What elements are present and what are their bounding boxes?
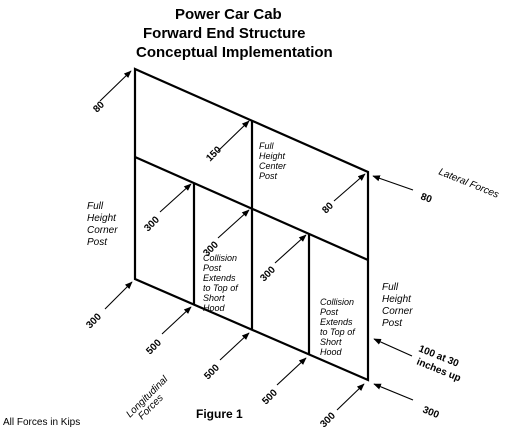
- force-500-c: 500: [260, 387, 280, 407]
- right-corner-post-line-3: Corner: [382, 306, 413, 317]
- title-line-1: Power Car Cab: [175, 6, 282, 23]
- collision-left-line-6: Hood: [203, 303, 226, 313]
- collision-post-left-label: Collision Post Extends to Top of Short H…: [203, 253, 239, 313]
- lateral-forces-label: Lateral Forces: [437, 167, 500, 201]
- frame: [133, 67, 370, 382]
- left-corner-post-line-4: Post: [87, 237, 108, 248]
- arrow-500-b: [219, 332, 250, 361]
- arrow-right-80-inner: [333, 173, 366, 202]
- title-line-2: Forward End Structure: [143, 25, 306, 42]
- arrow-300-a: [159, 183, 192, 213]
- center-post-label: Full Height Center Post: [259, 141, 287, 181]
- force-right-80-inner: 80: [320, 200, 336, 216]
- collision-right-line-3: Extends: [320, 317, 353, 327]
- right-corner-post-line-4: Post: [382, 318, 403, 329]
- arrow-bottom-left-300: [104, 281, 133, 310]
- collision-right-line-2: Post: [320, 307, 339, 317]
- center-post-line-2: Height: [259, 151, 286, 161]
- center-post-line-1: Full: [259, 141, 275, 151]
- figure-label: Figure 1: [196, 407, 243, 421]
- force-right-80-outer: 80: [419, 191, 434, 205]
- center-post-line-3: Center: [259, 161, 287, 171]
- collision-left-line-5: Short: [203, 293, 225, 303]
- right-corner-post-line-1: Full: [382, 282, 399, 293]
- force-arrows: [99, 70, 414, 411]
- right-corner-post-line-2: Height: [382, 294, 412, 305]
- arrow-right-300: [373, 383, 414, 401]
- force-bottom-left-300: 300: [84, 311, 104, 331]
- arrow-300-b: [217, 209, 250, 239]
- arrow-bottom-300: [336, 383, 365, 411]
- arrow-500-a: [161, 306, 192, 335]
- collision-right-line-6: Hood: [320, 347, 343, 357]
- force-300-a: 300: [142, 214, 162, 234]
- collision-right-line-5: Short: [320, 337, 342, 347]
- collision-left-line-1: Collision: [203, 253, 237, 263]
- arrow-500-c: [276, 357, 307, 386]
- collision-right-line-1: Collision: [320, 297, 354, 307]
- collision-left-line-2: Post: [203, 263, 222, 273]
- collision-post-right-label: Collision Post Extends to Top of Short H…: [320, 297, 356, 357]
- right-corner-post-label: Full Height Corner Post: [382, 282, 413, 329]
- arrow-right-80-outer: [372, 175, 414, 191]
- arrow-top-left: [99, 70, 132, 102]
- center-post-line-4: Post: [259, 171, 278, 181]
- left-corner-post-label: Full Height Corner Post: [87, 201, 118, 248]
- force-300-c: 300: [258, 264, 278, 284]
- arrow-center-150: [217, 120, 250, 152]
- force-500-a: 500: [144, 337, 164, 357]
- force-bottom-300: 300: [318, 410, 338, 430]
- collision-left-line-4: to Top of: [203, 283, 239, 293]
- arrow-right-100: [373, 338, 413, 357]
- title-line-3: Conceptual Implementation: [136, 44, 333, 61]
- force-500-b: 500: [202, 362, 222, 382]
- left-corner-post-line-3: Corner: [87, 225, 118, 236]
- collision-left-line-3: Extends: [203, 273, 236, 283]
- frame-outline: [133, 67, 370, 382]
- arrow-300-c: [274, 234, 307, 264]
- left-corner-post-line-1: Full: [87, 201, 104, 212]
- force-right-300: 300: [421, 405, 441, 422]
- left-corner-post-line-2: Height: [87, 213, 117, 224]
- collision-right-line-4: to Top of: [320, 327, 356, 337]
- footnote: All Forces in Kips: [3, 417, 80, 428]
- force-top-left: 80: [91, 99, 107, 115]
